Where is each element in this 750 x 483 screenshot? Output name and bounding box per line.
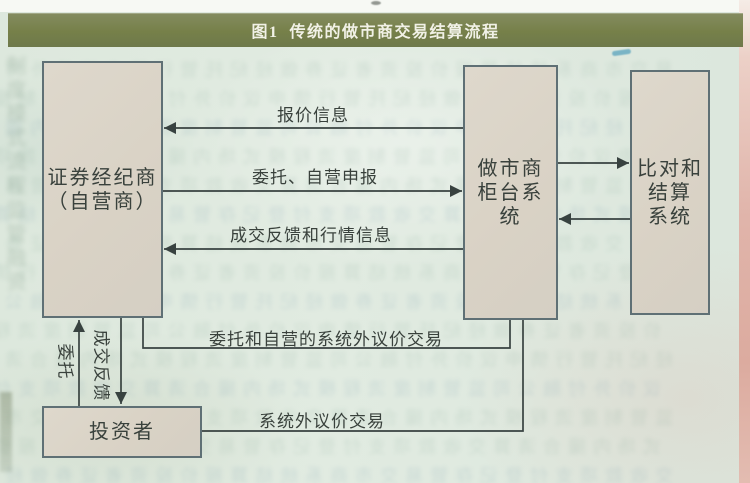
flow-node-broker: 证券经纪商 （自营商） [42, 61, 163, 318]
edge-label-entrust: 委托 [55, 343, 75, 380]
edge-label-trade-feedback: 成交反馈 [91, 329, 111, 402]
edge-label-offsystem-entrust: 委托和自营的系统外议价交易 [209, 330, 443, 349]
counter-label-line1: 做市商 [477, 157, 544, 180]
broker-label-line1: 证券经纪商 [47, 166, 158, 189]
broker-label-line2: （自营商） [47, 190, 158, 213]
flow-node-investor: 投资者 [42, 406, 202, 458]
figure-title: 图1 传统的做市商交易结算流程 [251, 24, 500, 41]
figure-title-bar: 图1 传统的做市商交易结算流程 [8, 13, 743, 47]
edge-label-order-report: 委托、自营申报 [252, 168, 378, 187]
edge-smudge-artifact [0, 392, 12, 472]
settlement-label-line1: 比对和 [637, 157, 703, 180]
counter-label-line3: 统 [499, 205, 522, 228]
edge-label-trade-feedback-info: 成交反馈和行情信息 [230, 226, 392, 245]
settlement-label-line2: 结算 [648, 181, 692, 204]
page-edge-strip [739, 0, 750, 483]
flow-node-counter-system: 做市商 柜台系 统 [463, 65, 558, 320]
settlement-label-line3: 系统 [648, 205, 692, 228]
edge-label-quote-info: 报价信息 [277, 106, 349, 125]
flow-node-settlement-system: 比对和 结算 系统 [630, 70, 710, 315]
speck-artifact [371, 1, 381, 5]
investor-label: 投资者 [89, 421, 155, 443]
edge-label-offsystem-trade: 系统外议价交易 [259, 412, 385, 431]
counter-label-line2: 柜台系 [477, 181, 544, 204]
